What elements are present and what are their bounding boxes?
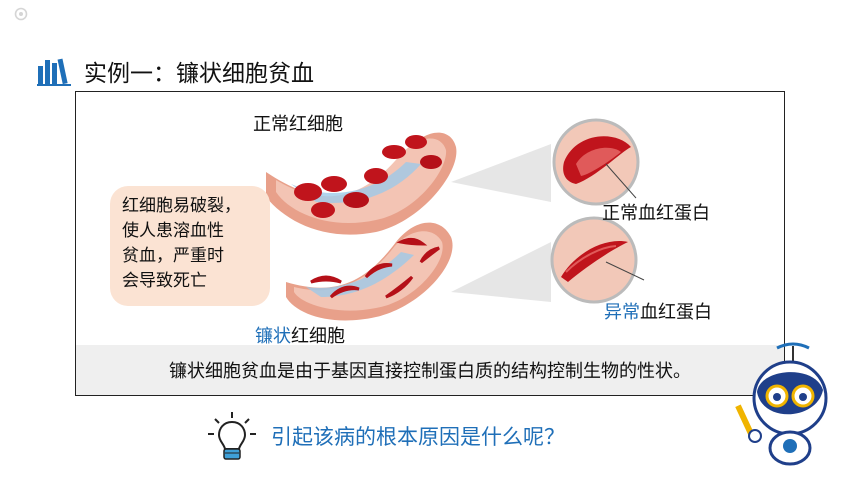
sickle-cells-label-highlight: 镰状 [255, 326, 291, 347]
brand-logo-icon [14, 7, 28, 21]
slide-title-row: 实例一：镰状细胞贫血 [36, 54, 314, 88]
books-icon [37, 58, 71, 86]
normal-hemoglobin-label: 正常血红蛋白 [602, 203, 710, 224]
zoom-cone-bottom [451, 242, 551, 302]
consequence-bubble: 红细胞易破裂， 使人患溶血性 贫血，严重时 会导致死亡 [110, 186, 270, 306]
sickle-cells-label-rest: 红细胞 [291, 326, 345, 347]
abnormal-hemoglobin-label-highlight: 异常 [604, 302, 640, 323]
normal-vessel [266, 132, 457, 235]
blood-vessel-illustration [266, 118, 645, 321]
figure-frame: 镰状细胞贫血是由于基因直接控制蛋白质的结构控制生物的性状。 [75, 91, 785, 396]
normal-cells-label: 正常红细胞 [253, 114, 343, 135]
question-text: 引起该病的根本原因是什么呢？ [271, 425, 565, 449]
abnormal-hemoglobin-label-rest: 血红蛋白 [640, 302, 712, 323]
sickle-vessel [286, 222, 453, 321]
lightbulb-icon [208, 412, 256, 460]
zoom-cone-top [451, 144, 551, 202]
brand-logo [14, 6, 78, 22]
summary-band: 镰状细胞贫血是由于基因直接控制蛋白质的结构控制生物的性状。 [76, 345, 784, 395]
page-title: 实例一：镰状细胞贫血 [84, 61, 314, 87]
bubble-line: 使人患溶血性 [122, 221, 224, 241]
normal-hemoglobin-magnified [552, 118, 640, 206]
bubble-line: 红细胞易破裂， [122, 196, 241, 216]
sickle-cells-label: 镰状红细胞 [255, 322, 345, 348]
bubble-line: 贫血，严重时 [122, 246, 224, 266]
abnormal-hemoglobin-label: 异常血红蛋白 [604, 298, 712, 324]
robot-mascot-icon [735, 342, 828, 466]
bubble-line: 会导致死亡 [122, 271, 207, 291]
question-row: 引起该病的根本原因是什么呢？ [205, 410, 565, 462]
summary-statement: 镰状细胞贫血是由于基因直接控制蛋白质的结构控制生物的性状。 [169, 361, 691, 382]
abnormal-hemoglobin-magnified [550, 216, 645, 304]
